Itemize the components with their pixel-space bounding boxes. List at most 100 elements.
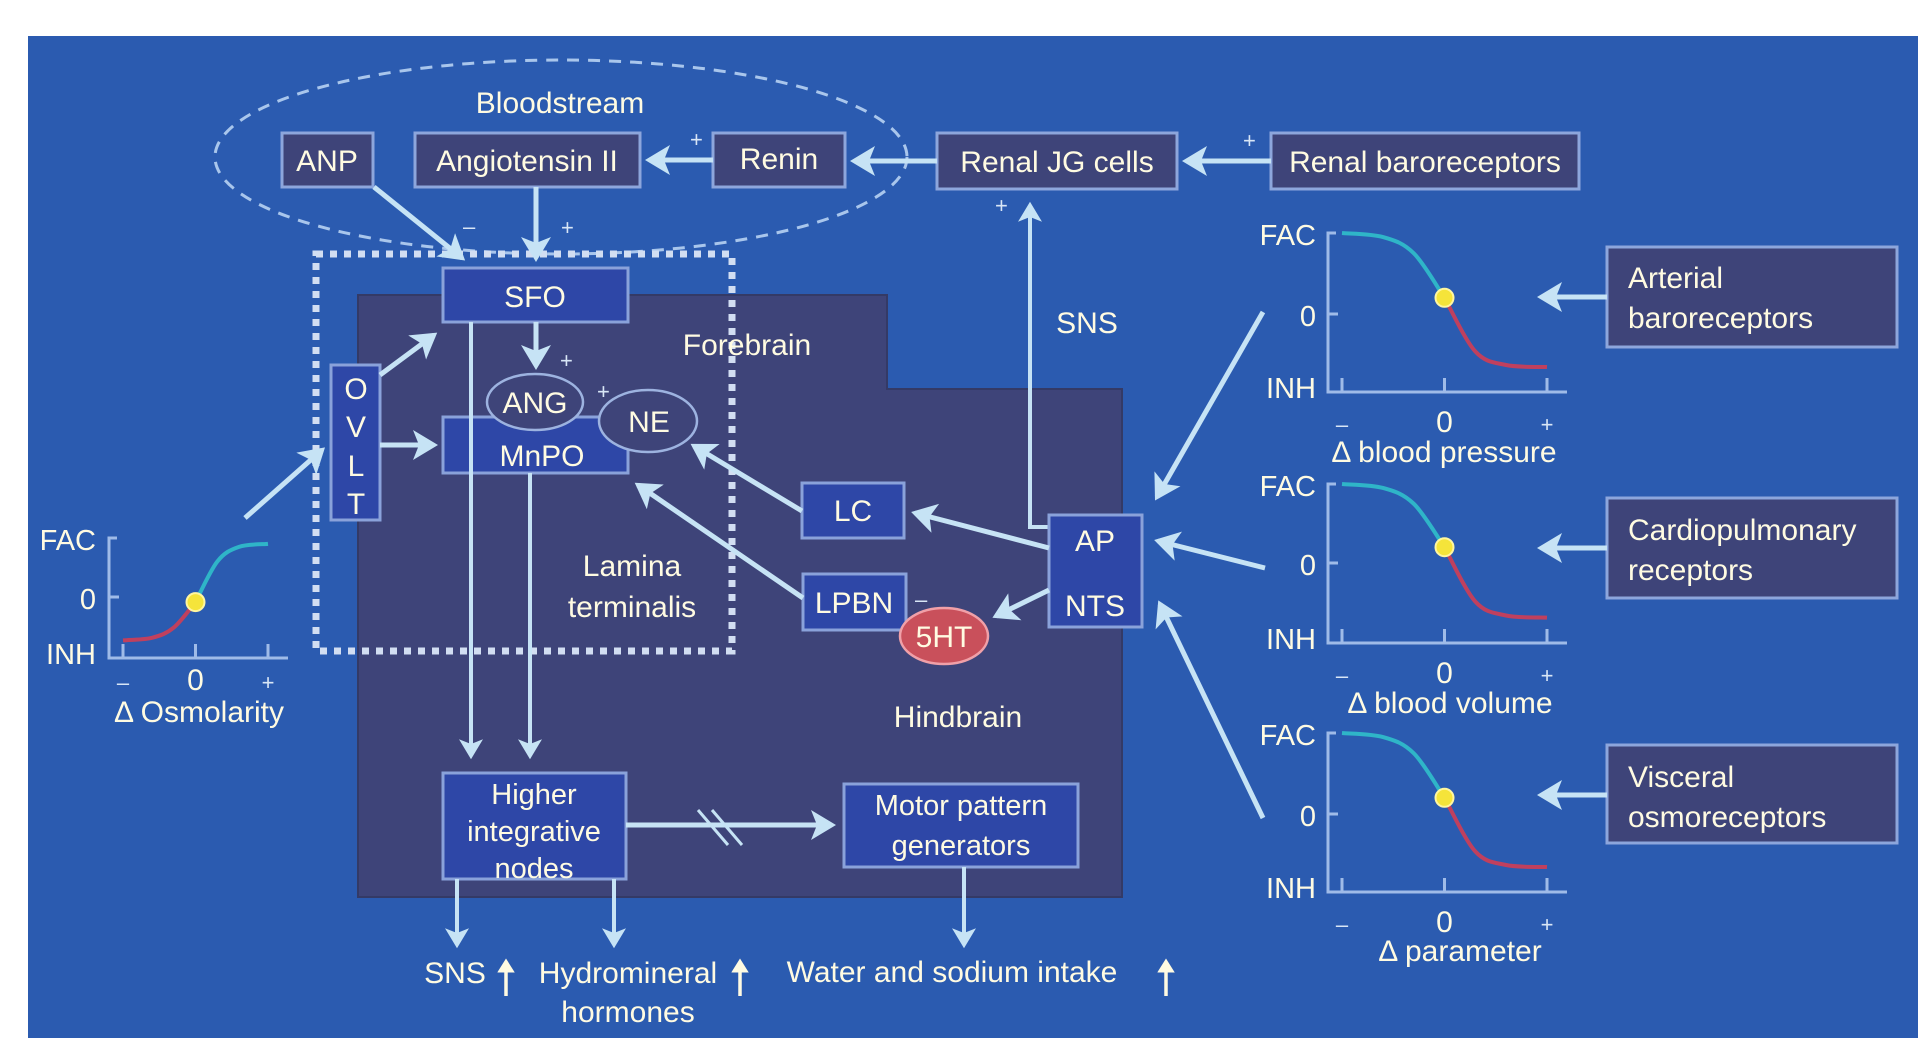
arterial-baroreceptors-node[interactable]: Arterial baroreceptors [1605, 245, 1899, 349]
ap-nts-node[interactable]: AP NTS [1047, 513, 1144, 629]
sfo-node[interactable]: SFO [441, 266, 630, 324]
output-hydromineral-line2: hormones [561, 996, 694, 1029]
curve-left-segment [1341, 231, 1447, 299]
ang-node[interactable]: ANG [485, 372, 585, 432]
y-tick-label-fac: FAC [1260, 471, 1316, 503]
x-tick-label-2: + [262, 670, 275, 695]
serotonin-label: 5HT [916, 621, 973, 654]
renal-baroreceptors-node[interactable]: Renal baroreceptors [1269, 131, 1581, 191]
higher-label-line3: nodes [494, 853, 573, 885]
serotonin-node[interactable]: 5HT [898, 606, 990, 666]
renal-baroreceptors-label: Renal baroreceptors [1289, 146, 1561, 179]
sign-plus-sns-renal: + [995, 193, 1008, 218]
break-mark-2 [710, 809, 744, 846]
y-tick-label-fac: FAC [40, 525, 96, 557]
renal-jg-node[interactable]: Renal JG cells [935, 131, 1179, 191]
sign-plus-angiotensin: + [561, 215, 574, 240]
x-tick-label-0: – [117, 670, 130, 695]
arrow-nts-to-lc [911, 503, 1050, 551]
x-tick-label-1: 0 [1436, 406, 1453, 439]
break-mark-1 [696, 809, 730, 846]
higher-label-line2: integrative [467, 816, 601, 848]
y-tick-label-fac: FAC [1260, 220, 1316, 252]
ne-node[interactable]: NE [597, 388, 699, 454]
x-tick-label-1: 0 [1436, 906, 1453, 939]
ovlt-letter-v: V [346, 411, 366, 444]
anp-node[interactable]: ANP [280, 131, 375, 189]
lc-label: LC [834, 495, 872, 528]
x-axis-label: Δ blood pressure [1331, 436, 1556, 469]
visceral-osmoreceptors-node[interactable]: Visceral osmoreceptors [1605, 743, 1899, 845]
renin-label: Renin [740, 143, 818, 176]
arrow-lpbn-to-mnpo [634, 482, 805, 601]
renal-jg-label: Renal JG cells [960, 146, 1153, 179]
curve-right-segment [193, 541, 269, 604]
x-tick-label-0: – [1336, 412, 1349, 437]
hindbrain-label: Hindbrain [894, 701, 1022, 734]
sign-plus-renin: + [690, 127, 703, 152]
higher-integrative-node[interactable]: Higher integrative nodes [441, 771, 628, 885]
curve-right-segment [1442, 796, 1548, 870]
x-axis-label: Δ parameter [1378, 935, 1541, 968]
nts-label: NTS [1065, 590, 1125, 623]
lpbn-label: LPBN [815, 587, 893, 620]
output-sns-label: SNS [424, 957, 486, 990]
x-tick-label-2: + [1541, 663, 1554, 688]
curve-right-segment [1442, 296, 1548, 370]
ang-label: ANG [502, 387, 567, 420]
cardio-label-line2: receptors [1628, 554, 1753, 587]
arrow-osmo-to-ovlt [243, 447, 325, 520]
ovlt-node[interactable]: O V L T [329, 363, 382, 522]
sign-plus-ang-ne: + [597, 379, 610, 404]
sfo-label: SFO [504, 281, 566, 314]
visceral-label-line1: Visceral [1628, 761, 1734, 794]
y-tick-label-0: 0 [1300, 301, 1316, 333]
lamina-label-line2: terminalis [568, 591, 696, 624]
arrow-parameter-chart-to-nts [1155, 600, 1266, 820]
ap-label: AP [1075, 525, 1115, 558]
ovlt-letter-t: T [347, 488, 365, 521]
cardio-label-line1: Cardiopulmonary [1628, 514, 1856, 547]
x-tick-label-0: – [1336, 663, 1349, 688]
y-tick-label-0: 0 [80, 584, 96, 616]
y-tick-label-inh: INH [1266, 373, 1316, 405]
bloodstream-boundary [213, 58, 909, 256]
arterial-label-line2: baroreceptors [1628, 302, 1813, 335]
motor-label-line1: Motor pattern [875, 790, 1047, 822]
y-tick-label-0: 0 [1300, 550, 1316, 582]
x-tick-label-2: + [1541, 412, 1554, 437]
lamina-label-line1: Lamina [583, 550, 682, 583]
cardiopulmonary-node[interactable]: Cardiopulmonary receptors [1605, 496, 1899, 600]
sign-plus-sfo-ang: + [560, 348, 573, 373]
ovlt-letter-l: L [348, 450, 365, 483]
output-hydromineral-line1: Hydromineral [539, 957, 717, 990]
ovlt-letter-o: O [344, 373, 367, 406]
visceral-label-line2: osmoreceptors [1628, 801, 1826, 834]
y-tick-label-inh: INH [1266, 873, 1316, 905]
curve-left-segment [1341, 731, 1447, 799]
motor-label-line2: generators [892, 830, 1031, 862]
y-tick-label-inh: INH [1266, 624, 1316, 656]
higher-label-line1: Higher [491, 779, 577, 811]
angiotensin-label: Angiotensin II [436, 145, 618, 178]
y-tick-label-inh: INH [46, 639, 96, 671]
sign-plus-renal-baro: + [1243, 128, 1256, 153]
arterial-label-line1: Arterial [1628, 262, 1723, 295]
lc-node[interactable]: LC [800, 481, 906, 540]
arrow-nts-to-serotonin [992, 587, 1051, 621]
lpbn-node[interactable]: LPBN [801, 572, 908, 632]
x-axis-label: Δ blood volume [1347, 687, 1552, 720]
renin-node[interactable]: Renin [711, 131, 847, 189]
bloodstream-label: Bloodstream [476, 87, 644, 120]
setpoint-dot [185, 592, 206, 613]
angiotensin-node[interactable]: Angiotensin II [413, 131, 642, 189]
sign-minus-serotonin: – [915, 587, 928, 612]
setpoint-dot [1434, 287, 1455, 308]
arrow-volume-chart-to-nts [1154, 531, 1266, 571]
motor-pattern-node[interactable]: Motor pattern generators [842, 782, 1080, 869]
